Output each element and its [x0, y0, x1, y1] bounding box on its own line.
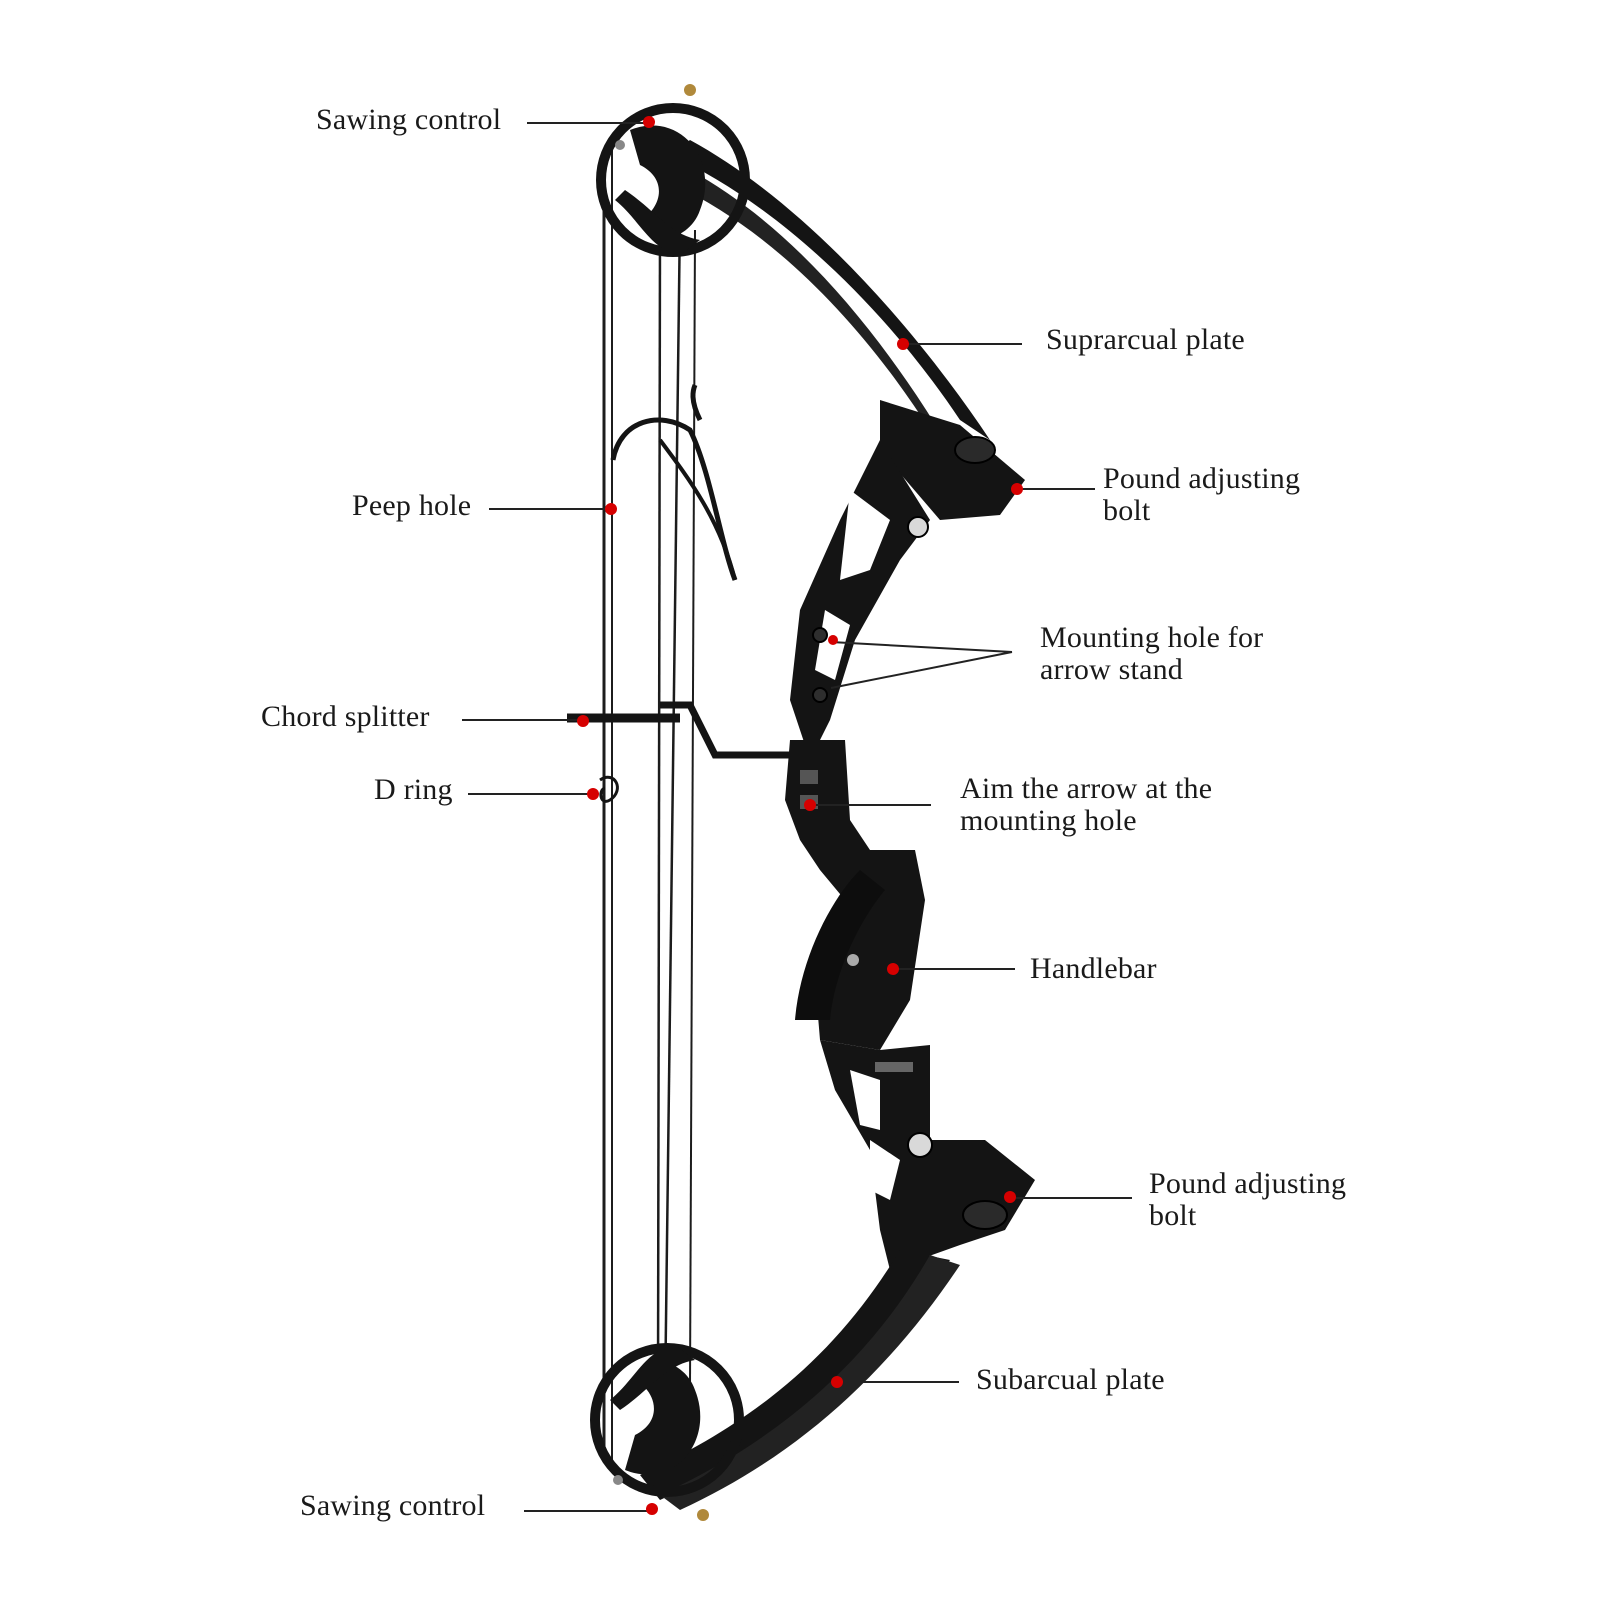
- marker-handlebar: [887, 963, 899, 975]
- label-chord-splitter: Chord splitter: [261, 700, 430, 733]
- d-ring: [599, 776, 619, 803]
- lower-riser: [820, 1040, 1035, 1270]
- label-suprarcual-plate: Suprarcual plate: [1046, 323, 1245, 356]
- riser-middle: [785, 740, 925, 1050]
- marker-sawing-control-bottom: [646, 1503, 658, 1515]
- marker-peep-hole: [605, 503, 617, 515]
- marker-mounting-hole: [828, 635, 838, 645]
- arrow-rest: [567, 384, 795, 759]
- marker-sawing-control-top: [643, 116, 655, 128]
- leader-lines: [462, 122, 1132, 1512]
- label-handlebar: Handlebar: [1030, 952, 1157, 985]
- marker-aim-arrow: [804, 799, 816, 811]
- upper-cam: [596, 84, 750, 257]
- label-peep-hole: Peep hole: [352, 489, 472, 522]
- label-pound-adjusting-bolt-top: Pound adjusting bolt: [1103, 462, 1301, 527]
- label-mounting-hole: Mounting hole for arrow stand: [1040, 621, 1264, 686]
- label-pound-adjusting-bolt-bottom: Pound adjusting bolt: [1149, 1167, 1347, 1232]
- marker-subarcual-plate: [831, 1376, 843, 1388]
- label-aim-arrow: Aim the arrow at the mounting hole: [960, 772, 1213, 837]
- label-subarcual-plate: Subarcual plate: [976, 1363, 1165, 1396]
- marker-chord-splitter: [577, 715, 589, 727]
- label-sawing-control-bottom: Sawing control: [300, 1489, 486, 1522]
- callout-markers: [577, 116, 1023, 1515]
- marker-suprarcual-plate: [897, 338, 909, 350]
- marker-pound-bolt-top: [1011, 483, 1023, 495]
- label-d-ring: D ring: [374, 773, 453, 806]
- lower-cam: [590, 1343, 744, 1521]
- upper-riser: [790, 400, 1025, 760]
- label-sawing-control-top: Sawing control: [316, 103, 502, 136]
- marker-pound-bolt-bottom: [1004, 1191, 1016, 1203]
- marker-d-ring: [587, 788, 599, 800]
- upper-limb: [670, 140, 990, 440]
- bow-strings: [602, 140, 696, 1460]
